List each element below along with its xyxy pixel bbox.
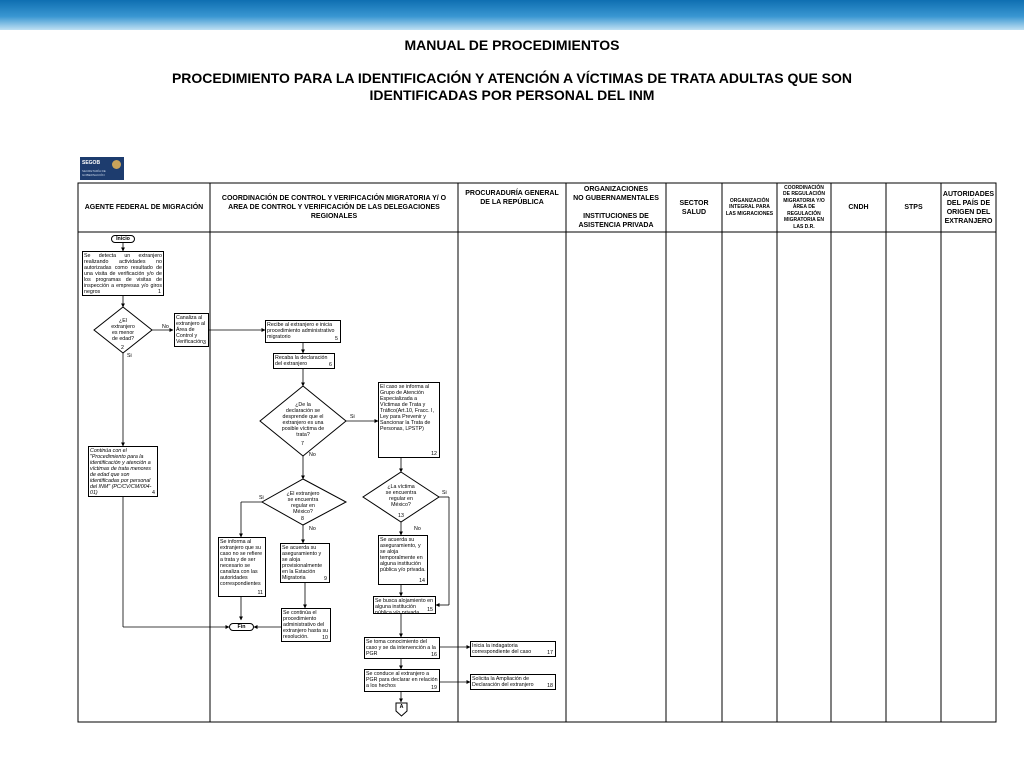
step-7-num: 7	[301, 441, 304, 447]
yes-label-8: Si	[259, 495, 264, 501]
decision-shapes	[93, 306, 440, 526]
step-18-box: Solicita la Ampliación de Declaración de…	[470, 674, 556, 690]
col-header-agente: AGENTE FEDERAL DE MIGRACIÓN	[84, 204, 204, 211]
top-gradient-bar	[0, 0, 1024, 30]
step-7-text: ¿De la declaración se desprende que el e…	[281, 402, 325, 438]
col-header-coordinacion: COORDINACIÓN DE CONTROL Y VERIFICACIÓN M…	[221, 195, 447, 220]
step-14-box: Se acuerda su aseguramiento, y se aloja …	[378, 535, 428, 585]
no-label-7: No	[309, 452, 316, 458]
swimlane-grid	[77, 182, 997, 723]
step-17-box: Inicia la indagatoria correspondiente de…	[470, 641, 556, 657]
step-11-box: Se informa al extranjero que su caso no …	[218, 537, 266, 597]
col-header-regulacion: COORDINACIÓN DE REGULACIÓN MIGRATORIA Y/…	[783, 184, 825, 230]
step-4-box: Continúa con el "Procedimiento para la i…	[88, 446, 158, 497]
col-header-salud: SECTOR SALUD	[679, 199, 709, 216]
col-header-cndh: CNDH	[848, 204, 869, 211]
col-header-stps: STPS	[904, 204, 923, 211]
decision-diamond-8	[260, 478, 348, 526]
step-19-box: Se conduce al extranjero a PGR para decl…	[364, 669, 440, 692]
step-2-num: 2	[121, 345, 124, 351]
decision-diamond-2	[93, 306, 153, 354]
decision-diamond-7	[259, 385, 347, 457]
page-title: MANUAL DE PROCEDIMIENTOS	[404, 37, 620, 53]
offpage-connector-label: A	[399, 704, 404, 710]
step-5-box: Recibe al extranjero e inicia procedimie…	[265, 320, 341, 343]
step-3-box: Canaliza al extranjero al Área de Contro…	[174, 313, 209, 347]
col-header-oim: ORGANIZACIÓN INTEGRAL PARA LAS MIGRACION…	[725, 197, 774, 217]
coat-of-arms-icon	[112, 160, 121, 169]
step-12-box: El caso se informa al Grupo de Atención …	[378, 382, 440, 458]
no-label-13: No	[414, 526, 421, 532]
step-8-num: 8	[301, 516, 304, 522]
segob-logo: SEGOB SECRETARÍA DE GOBERNACIÓN	[80, 157, 124, 180]
step-2-text: ¿El extranjero es menor de edad?	[111, 318, 135, 342]
col-header-pgr: PROCURADURÍA GENERAL DE LA REPÚBLICA	[465, 190, 559, 206]
step-1-box: Se detecta un extranjero realizando acti…	[82, 251, 164, 296]
yes-label-7: Si	[350, 414, 355, 420]
flow-arrows	[121, 243, 471, 703]
decision-diamond-13	[362, 471, 440, 523]
step-15-box: Se busca alojamiento en alguna instituci…	[373, 596, 436, 614]
step-10-box: Se continúa el procedimiento administrat…	[281, 608, 331, 642]
yes-label-13: Si	[442, 490, 447, 496]
logo-subtext: SECRETARÍA DE GOBERNACIÓN	[82, 169, 106, 177]
col-header-ong: ORGANIZACIONES NO GUBERNAMENTALES INSTIT…	[573, 186, 659, 229]
procedure-title: PROCEDIMIENTO PARA LA IDENTIFICACIÓN Y A…	[171, 70, 853, 103]
no-label-8: No	[309, 526, 316, 532]
step-13-num: 13	[398, 513, 404, 519]
step-16-box: Se toma conocimiento del caso y se da in…	[364, 637, 440, 659]
end-terminal: Fin	[229, 623, 254, 631]
yes-label-2: Si	[127, 353, 132, 359]
no-label-2: No	[162, 324, 169, 330]
col-header-autoridades: AUTORIDADES DEL PAÍS DE ORIGEN DEL EXTRA…	[942, 190, 995, 225]
logo-text: SEGOB	[82, 160, 101, 166]
step-13-text: ¿La víctima se encuentra regular en Méxi…	[385, 484, 417, 508]
step-8-text: ¿El extranjero se encuentra regular en M…	[286, 491, 320, 515]
step-9-box: Se acuerda su aseguramiento y se aloja p…	[280, 543, 330, 583]
start-terminal: Inicio	[111, 235, 135, 243]
